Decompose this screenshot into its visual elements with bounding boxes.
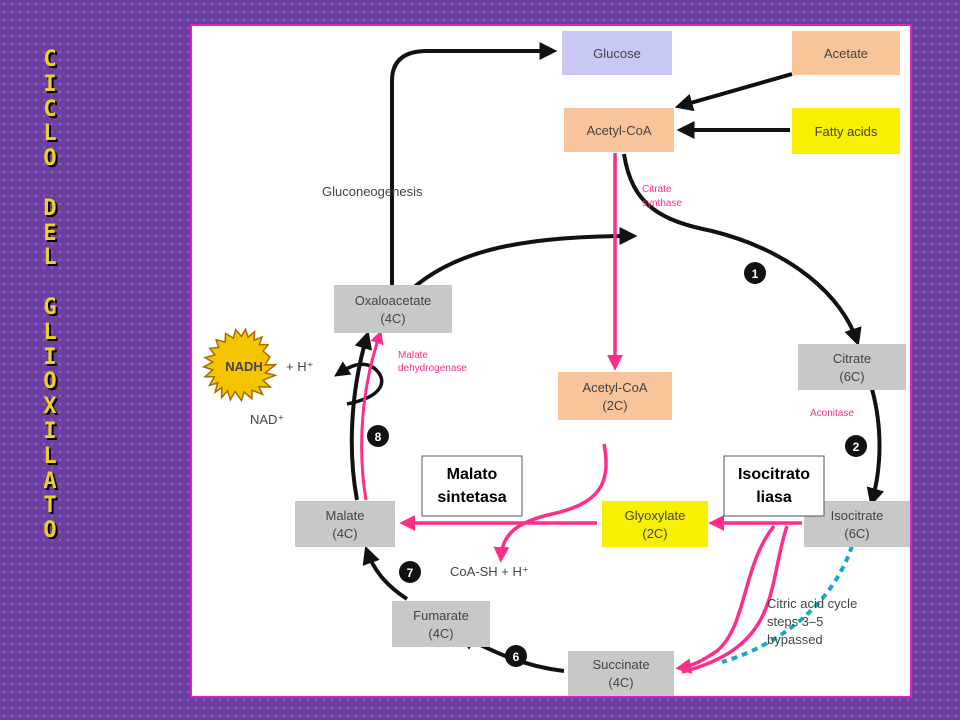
malate-dehydrogenase-label-2: dehydrogenase xyxy=(398,363,467,374)
side-title-char xyxy=(30,271,70,296)
glyoxylate-carbons: (2C) xyxy=(642,526,667,541)
glyoxylate-label: Glyoxylate xyxy=(625,508,686,523)
bypass-dashed-line xyxy=(721,545,854,664)
svg-text:8: 8 xyxy=(375,430,382,444)
side-title-char: L xyxy=(43,443,57,469)
isocitrate-carbons: (6C) xyxy=(844,526,869,541)
side-title-char xyxy=(30,172,70,197)
side-title-char: T xyxy=(43,493,57,519)
side-title-char: E xyxy=(43,220,57,246)
diagram-panel: Glucose Acetate Acetyl-CoA Fatty acids O… xyxy=(190,24,912,698)
oxaloacetate-label: Oxaloacetate xyxy=(355,293,432,308)
gluconeogenesis-label: Gluconeogenesis xyxy=(322,184,423,199)
h-plus-label: + H⁺ xyxy=(286,359,313,374)
glucose-box xyxy=(562,31,672,75)
citrate-carbons: (6C) xyxy=(839,369,864,384)
acetate-box xyxy=(792,31,900,75)
arrow-citrate-to-isocitrate xyxy=(866,388,885,507)
arrow-malate-to-oxaloacetate-pink xyxy=(360,330,384,501)
bypass-note-line-3: bypassed xyxy=(767,632,823,647)
aconitase-label: Aconitase xyxy=(810,408,854,419)
side-title-char: O xyxy=(43,146,57,172)
malate-label: Malate xyxy=(325,508,364,523)
nadh-star xyxy=(201,327,278,403)
succinate-label: Succinate xyxy=(592,657,649,672)
succinate-carbons: (4C) xyxy=(608,675,633,690)
side-title-char: X xyxy=(43,394,57,420)
bypass-note-line-2: steps 3–5 xyxy=(767,614,823,629)
side-title-char: D xyxy=(43,195,57,221)
acetyl-coa-2c-box xyxy=(558,372,672,420)
svg-text:sintetasa: sintetasa xyxy=(437,489,506,506)
fumarate-box xyxy=(392,601,490,647)
citrate-synthase-label-1: Citrate xyxy=(642,184,672,195)
side-title-char: I xyxy=(43,344,57,370)
citrate-box xyxy=(798,344,906,390)
acetyl-coa-2c-label: Acetyl-CoA xyxy=(582,380,647,395)
side-title-char: L xyxy=(43,121,57,147)
fumarate-label: Fumarate xyxy=(413,608,469,623)
acetate-label: Acetate xyxy=(824,46,868,61)
arrow-isocitrate-to-succinate xyxy=(675,524,776,674)
glucose-label: Glucose xyxy=(593,46,641,61)
arrow-acetylcoa-to-citrate xyxy=(622,153,862,347)
malato-sintetasa-callout: Malato sintetasa xyxy=(421,455,523,517)
acetyl-coa-2c-carbons: (2C) xyxy=(602,398,627,413)
arrow-oxaloacetate-to-citrate-arc xyxy=(410,227,638,291)
citrate-label: Citrate xyxy=(833,351,871,366)
fumarate-carbons: (4C) xyxy=(428,626,453,641)
nad-plus-label: NAD⁺ xyxy=(250,412,284,427)
svg-text:Malato: Malato xyxy=(447,466,498,483)
isocitrato-liasa-callout: Isocitrato liasa xyxy=(723,455,825,517)
arrow-malate-to-oxaloacetate xyxy=(349,330,373,501)
side-title-char: C xyxy=(43,47,57,72)
glyoxylate-box xyxy=(602,501,708,547)
malate-carbons: (4C) xyxy=(332,526,357,541)
svg-text:1: 1 xyxy=(752,267,759,281)
citrate-synthase-label-2: synthase xyxy=(642,198,682,209)
succinate-box xyxy=(568,651,674,696)
arrow-acetylcoa2c-to-coash xyxy=(493,443,608,563)
step-badge-6: 6 xyxy=(505,645,527,667)
coa-sh-label: CoA-SH + H⁺ xyxy=(450,564,529,579)
malate-box xyxy=(295,501,395,547)
arrow-acetate-to-acetylcoa xyxy=(674,72,793,112)
acetyl-coa-top-box xyxy=(564,108,674,152)
step-badge-8: 8 xyxy=(367,425,389,447)
side-title-char: A xyxy=(43,468,57,494)
oxaloacetate-carbons: (4C) xyxy=(380,311,405,326)
svg-text:liasa: liasa xyxy=(756,489,792,506)
step-badge-2: 2 xyxy=(845,435,867,457)
side-title-char: G xyxy=(43,294,57,320)
glyoxylate-cycle-diagram: Glucose Acetate Acetyl-CoA Fatty acids O… xyxy=(201,31,910,696)
nadh-label: NADH xyxy=(225,359,263,374)
side-title-char: O xyxy=(43,518,57,544)
arrow-nad-to-nadh xyxy=(334,361,384,406)
svg-text:Isocitrato: Isocitrato xyxy=(738,466,810,483)
side-title-char: I xyxy=(43,71,57,97)
bypass-note-line-1: Citric acid cycle xyxy=(767,596,857,611)
side-title-char: L xyxy=(43,245,57,271)
arrow-fumarate-to-malate xyxy=(362,545,409,601)
step-badge-1: 1 xyxy=(744,262,766,284)
isocitrate-label: Isocitrate xyxy=(831,508,884,523)
svg-text:2: 2 xyxy=(853,440,860,454)
acetyl-coa-top-label: Acetyl-CoA xyxy=(586,123,651,138)
svg-text:7: 7 xyxy=(407,566,414,580)
side-title-char: I xyxy=(43,418,57,444)
side-title-char: L xyxy=(43,319,57,345)
fatty-acids-label: Fatty acids xyxy=(815,124,878,139)
step-badge-7: 7 xyxy=(399,561,421,583)
side-title-char: C xyxy=(43,96,57,122)
svg-text:6: 6 xyxy=(513,650,520,664)
arrow-gluconeogenesis xyxy=(390,42,558,285)
malate-dehydrogenase-label-1: Malate xyxy=(398,350,428,361)
arrow-isocitrate-to-succinate-2 xyxy=(681,525,789,674)
side-title-char: O xyxy=(43,369,57,395)
oxaloacetate-box xyxy=(334,285,452,333)
fatty-acids-box xyxy=(792,108,900,154)
